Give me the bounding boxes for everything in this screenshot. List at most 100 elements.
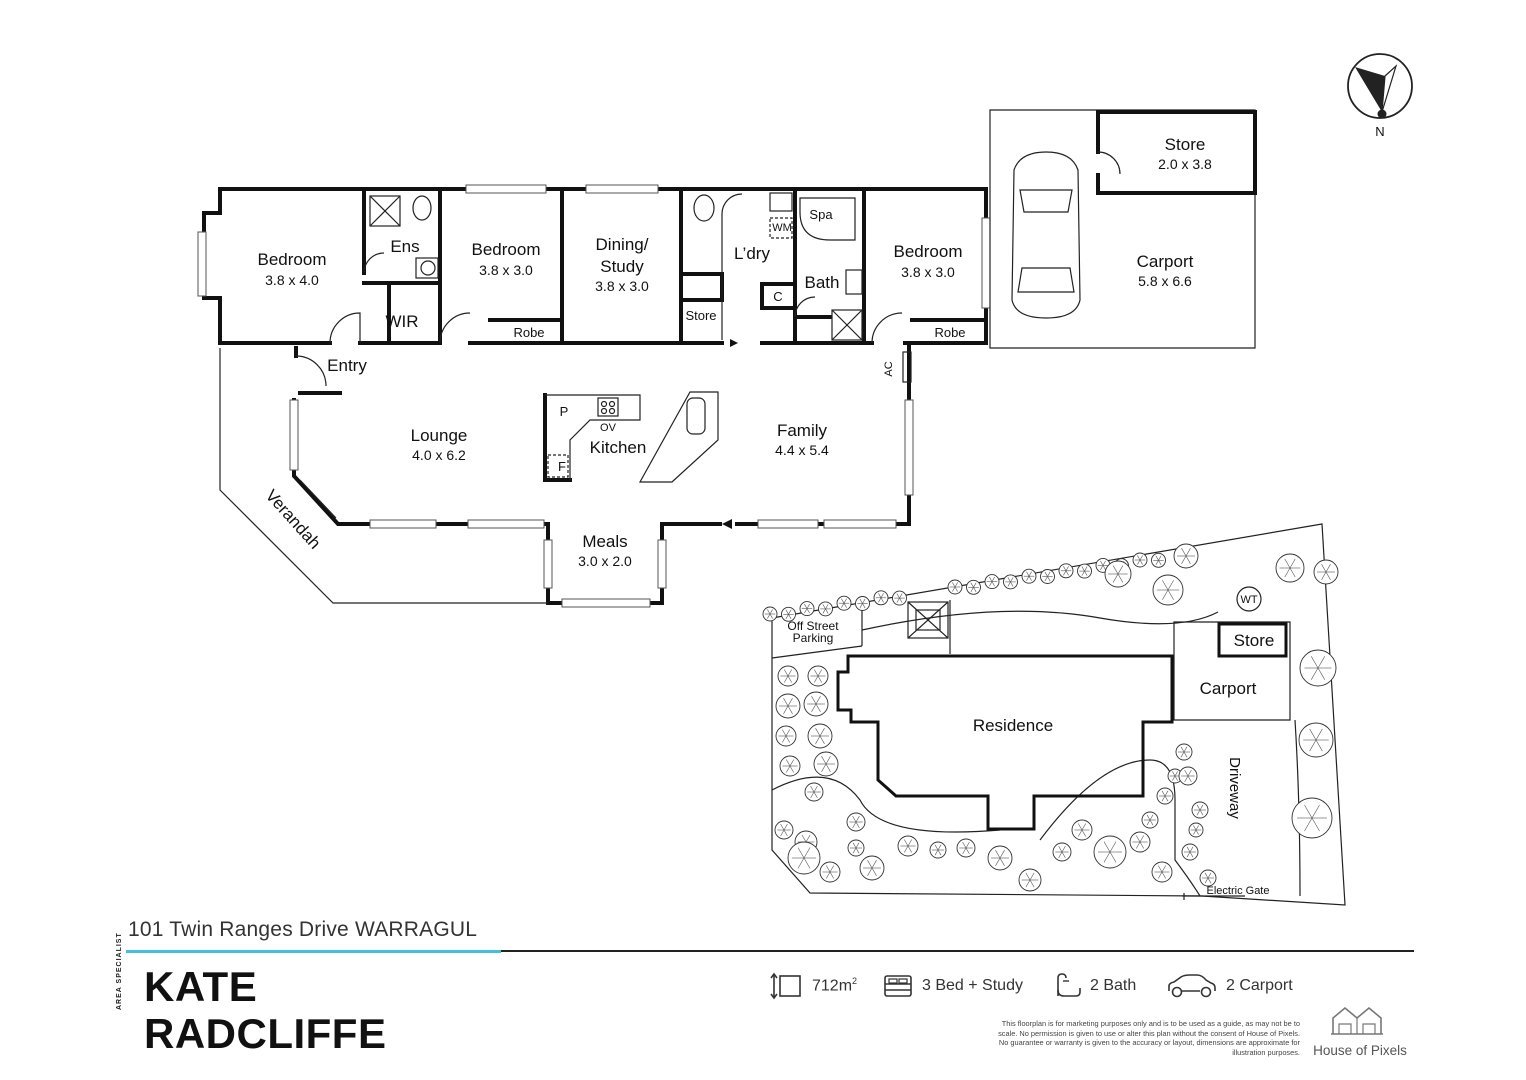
tree-icon xyxy=(956,838,976,858)
tree-icon xyxy=(1018,868,1042,892)
tree-icon xyxy=(847,839,865,857)
tree-icon xyxy=(807,665,829,687)
bedroom-1-dims: 3.8 x 4.0 xyxy=(265,272,319,288)
tree-icon xyxy=(1071,819,1093,841)
tree-icon xyxy=(781,606,796,622)
tree-icon xyxy=(1040,569,1055,584)
dining-label-line1: Dining/ xyxy=(596,235,649,254)
dining-dims: 3.8 x 3.0 xyxy=(595,278,649,294)
family-label: Family xyxy=(777,421,828,440)
carport-store-dims: 2.0 x 3.8 xyxy=(1158,156,1212,172)
tree-icon xyxy=(762,606,778,622)
electric-gate-label: Electric Gate xyxy=(1207,885,1270,897)
driveway-label: Driveway xyxy=(1226,757,1243,819)
bath-icon xyxy=(1057,973,1081,997)
carport-dims: 5.8 x 6.6 xyxy=(1138,273,1192,289)
bedrooms: 3 Bed + Study xyxy=(882,972,1023,1000)
tree-icon xyxy=(1275,553,1305,583)
tree-icon xyxy=(813,751,839,777)
tree-icon xyxy=(1299,649,1337,687)
ac-label: AC xyxy=(883,361,895,376)
store-small-label: Store xyxy=(685,308,716,323)
lounge-label: Lounge xyxy=(411,426,468,445)
tree-icon xyxy=(1291,797,1333,839)
tree-icon xyxy=(1298,722,1334,758)
land-area: 712m2 xyxy=(770,972,857,1000)
tree-icon xyxy=(1173,543,1199,569)
bedrooms-value: 3 Bed + Study xyxy=(922,977,1023,994)
tree-icon xyxy=(787,841,821,875)
water-tank-label: WT xyxy=(1240,594,1257,606)
robe-2-label: Robe xyxy=(934,325,965,340)
tree-icon xyxy=(775,725,797,747)
meals-label: Meals xyxy=(582,532,627,551)
tree-icon xyxy=(1151,552,1166,568)
ensuite-label: Ens xyxy=(390,237,419,256)
meals-dims: 3.0 x 2.0 xyxy=(578,553,632,569)
tree-icon xyxy=(1175,743,1193,761)
off-street-label-1: Off Street xyxy=(787,619,839,633)
tree-icon xyxy=(1151,861,1173,883)
tree-icon xyxy=(799,601,815,617)
tree-icon xyxy=(859,855,885,881)
site-store-label: Store xyxy=(1234,631,1275,650)
tree-icon xyxy=(1058,563,1074,579)
robe-1-label: Robe xyxy=(513,325,544,340)
tree-icon xyxy=(1052,842,1072,862)
north-label: N xyxy=(1375,124,1384,139)
tree-icon xyxy=(987,845,1013,871)
bathrooms: 2 Bath xyxy=(1052,972,1136,1000)
washing-machine-label: WM xyxy=(772,222,792,234)
tree-icon xyxy=(1129,831,1151,853)
tree-icon xyxy=(1191,801,1209,819)
tree-icon xyxy=(777,665,799,687)
tree-icon xyxy=(1188,822,1204,838)
car-icon xyxy=(1168,974,1216,998)
tree-icon xyxy=(1093,835,1127,869)
land-area-value: 712m2 xyxy=(812,976,858,995)
tree-icon xyxy=(1003,574,1018,590)
site-labels: Off Street Parking Residence Store Carpo… xyxy=(787,594,1274,897)
carport-store-label: Store xyxy=(1165,135,1206,154)
carport-label: Carport xyxy=(1137,252,1194,271)
doors xyxy=(295,193,903,529)
tree-icon xyxy=(1313,559,1339,585)
tree-icon xyxy=(818,601,833,617)
tree-icon xyxy=(897,835,919,857)
oven-label: OV xyxy=(600,422,617,434)
carport-structure xyxy=(989,109,1257,349)
disclaimer-text: This floorplan is for marketing purposes… xyxy=(998,1019,1300,1057)
accent-divider xyxy=(126,950,501,953)
house-logo-icon xyxy=(1331,1006,1383,1035)
site-carport-label: Carport xyxy=(1200,679,1257,698)
land-area-icon xyxy=(770,972,801,1000)
bedroom-2-label: Bedroom xyxy=(472,240,541,259)
fridge-label: F xyxy=(558,459,566,474)
tree-icon xyxy=(1152,574,1184,606)
tree-icon xyxy=(855,596,870,611)
cupboard-label: C xyxy=(773,289,782,304)
tree-icon xyxy=(804,782,824,802)
tree-icon xyxy=(1077,563,1092,579)
agent-first-name: KATE xyxy=(144,963,258,1010)
agent-tagline: AREA SPECIALIST xyxy=(116,932,123,1010)
tree-icon xyxy=(966,579,981,595)
fixtures xyxy=(369,192,912,483)
footer-divider xyxy=(501,950,1414,952)
tree-icon xyxy=(1199,869,1217,887)
site-trees xyxy=(762,543,1339,892)
dining-label-line2: Study xyxy=(600,257,644,276)
tree-icon xyxy=(1178,766,1198,786)
tree-icon xyxy=(775,693,801,719)
bath-label: Bath xyxy=(805,273,840,292)
tree-icon xyxy=(774,820,794,840)
spa-label: Spa xyxy=(809,207,833,222)
verandah-outline xyxy=(219,348,548,604)
compass-icon xyxy=(1347,53,1413,119)
tree-icon xyxy=(803,691,829,717)
tree-icon xyxy=(947,579,963,595)
bedroom-2-dims: 3.8 x 3.0 xyxy=(479,262,533,278)
tree-icon xyxy=(1104,560,1132,588)
tree-icon xyxy=(819,861,841,883)
tree-icon xyxy=(1181,843,1199,861)
